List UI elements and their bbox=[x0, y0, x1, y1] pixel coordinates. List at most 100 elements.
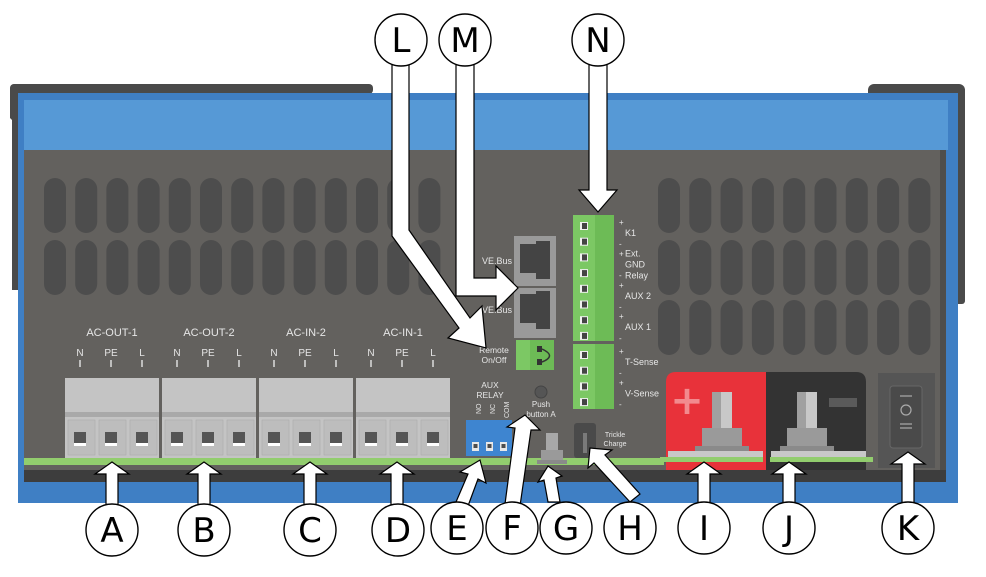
vent-slot bbox=[877, 300, 900, 355]
ve-bus-ports: VE.Bus VE.Bus bbox=[482, 236, 556, 338]
vent-slot bbox=[293, 178, 316, 233]
vent-slot bbox=[689, 178, 712, 233]
pin-label: L bbox=[139, 348, 145, 359]
aux-relay-title-1: AUX bbox=[481, 380, 499, 390]
aux-relay-pin-nc: NC bbox=[490, 404, 497, 414]
push-button-circle[interactable] bbox=[534, 385, 548, 399]
vent-slot bbox=[200, 240, 222, 295]
vent-slot bbox=[908, 240, 931, 295]
aux-relay-pin-com: COM bbox=[504, 402, 511, 419]
callout-letter: H bbox=[617, 509, 643, 549]
vent-slot bbox=[324, 178, 347, 233]
ve-bus-label-2: VE.Bus bbox=[482, 305, 513, 315]
housing-top-blue-band bbox=[24, 100, 948, 150]
green-strip bbox=[24, 458, 664, 465]
pin-label: PE bbox=[298, 348, 312, 359]
ground-bolt bbox=[537, 433, 567, 464]
arrow-j bbox=[770, 461, 808, 506]
polarity-label: + bbox=[619, 249, 624, 258]
pin-label: PE bbox=[395, 348, 409, 359]
callout-g: G bbox=[539, 501, 593, 555]
callout-letter: B bbox=[192, 511, 215, 551]
vent-slot bbox=[137, 178, 160, 233]
callout-j: J bbox=[762, 501, 816, 555]
trickle-label-1: Trickle bbox=[605, 432, 625, 439]
polarity-label: - bbox=[619, 303, 622, 312]
callout-letter: I bbox=[699, 509, 709, 549]
vent-slot bbox=[262, 240, 285, 295]
pin-label: PE bbox=[104, 348, 118, 359]
polarity-label: + bbox=[619, 218, 624, 227]
callout-letter: L bbox=[392, 21, 411, 61]
pin-label: L bbox=[430, 348, 436, 359]
callout-letter: E bbox=[446, 509, 467, 549]
vent-slot bbox=[658, 300, 680, 355]
pin-label: N bbox=[76, 348, 83, 359]
vent-slot bbox=[418, 178, 441, 233]
remote-label-2: On/Off bbox=[482, 355, 508, 365]
callout-a: A bbox=[85, 503, 139, 557]
callout-letter: J bbox=[782, 509, 794, 549]
callout-e: E bbox=[430, 501, 484, 555]
callout-letter: K bbox=[897, 509, 921, 549]
polarity-label: + bbox=[619, 378, 624, 387]
callout-h: H bbox=[603, 501, 657, 555]
vent-slot bbox=[387, 240, 410, 295]
arrow-l bbox=[391, 61, 487, 349]
callout-k: K bbox=[881, 501, 935, 555]
vent-slot bbox=[168, 178, 191, 233]
arrow-g bbox=[536, 465, 564, 503]
multi-terminal-label: Relay bbox=[625, 270, 649, 280]
vent-slot bbox=[106, 240, 129, 295]
callout-letter: A bbox=[100, 511, 123, 551]
vent-slot bbox=[356, 178, 378, 233]
ve-bus-label-1: VE.Bus bbox=[482, 256, 513, 266]
minus-icon bbox=[829, 398, 857, 407]
callout-letter: G bbox=[553, 509, 579, 549]
arrow-k bbox=[889, 451, 927, 506]
vent-slot bbox=[751, 300, 774, 355]
pin-label: N bbox=[367, 348, 374, 359]
vent-slot bbox=[137, 240, 160, 295]
vent-slot bbox=[231, 240, 254, 295]
power-switch[interactable] bbox=[878, 373, 935, 468]
vent-slot bbox=[44, 178, 66, 233]
vent-slot bbox=[877, 178, 900, 233]
trickle-label-2: Charge bbox=[604, 441, 627, 448]
arrow-e bbox=[455, 459, 487, 507]
multi-terminal-label: K1 bbox=[625, 228, 636, 238]
multi-terminal-label: AUX 1 bbox=[625, 322, 651, 332]
polarity-label: + bbox=[619, 312, 624, 321]
vent-slot bbox=[231, 178, 254, 233]
vent-slot bbox=[689, 300, 712, 355]
vent-slot bbox=[877, 240, 900, 295]
callout-f: F bbox=[485, 501, 539, 555]
push-button-a[interactable]: Push button A bbox=[526, 385, 556, 419]
callout-letter: N bbox=[585, 21, 610, 61]
multi-terminal-label: T-Sense bbox=[625, 357, 659, 367]
callout-letter: D bbox=[385, 511, 411, 551]
callout-m: M bbox=[438, 13, 492, 67]
pin-label: N bbox=[173, 348, 180, 359]
callout-letter: M bbox=[450, 21, 479, 61]
multi-terminal-label: GND bbox=[625, 259, 646, 269]
vent-slot bbox=[751, 178, 774, 233]
vent-slot bbox=[845, 178, 868, 233]
remote-onoff-terminal[interactable]: Remote On/Off bbox=[479, 340, 554, 370]
vent-slot bbox=[200, 178, 222, 233]
polarity-label: - bbox=[619, 271, 622, 280]
bottom-arrows bbox=[93, 414, 927, 507]
pin-label: L bbox=[333, 348, 339, 359]
polarity-label: - bbox=[619, 240, 622, 249]
aux-relay-terminal[interactable]: AUX RELAY NO NC COM bbox=[466, 380, 512, 456]
vent-slot bbox=[720, 240, 743, 295]
arrow-m bbox=[455, 61, 519, 312]
vent-slot bbox=[814, 300, 837, 355]
